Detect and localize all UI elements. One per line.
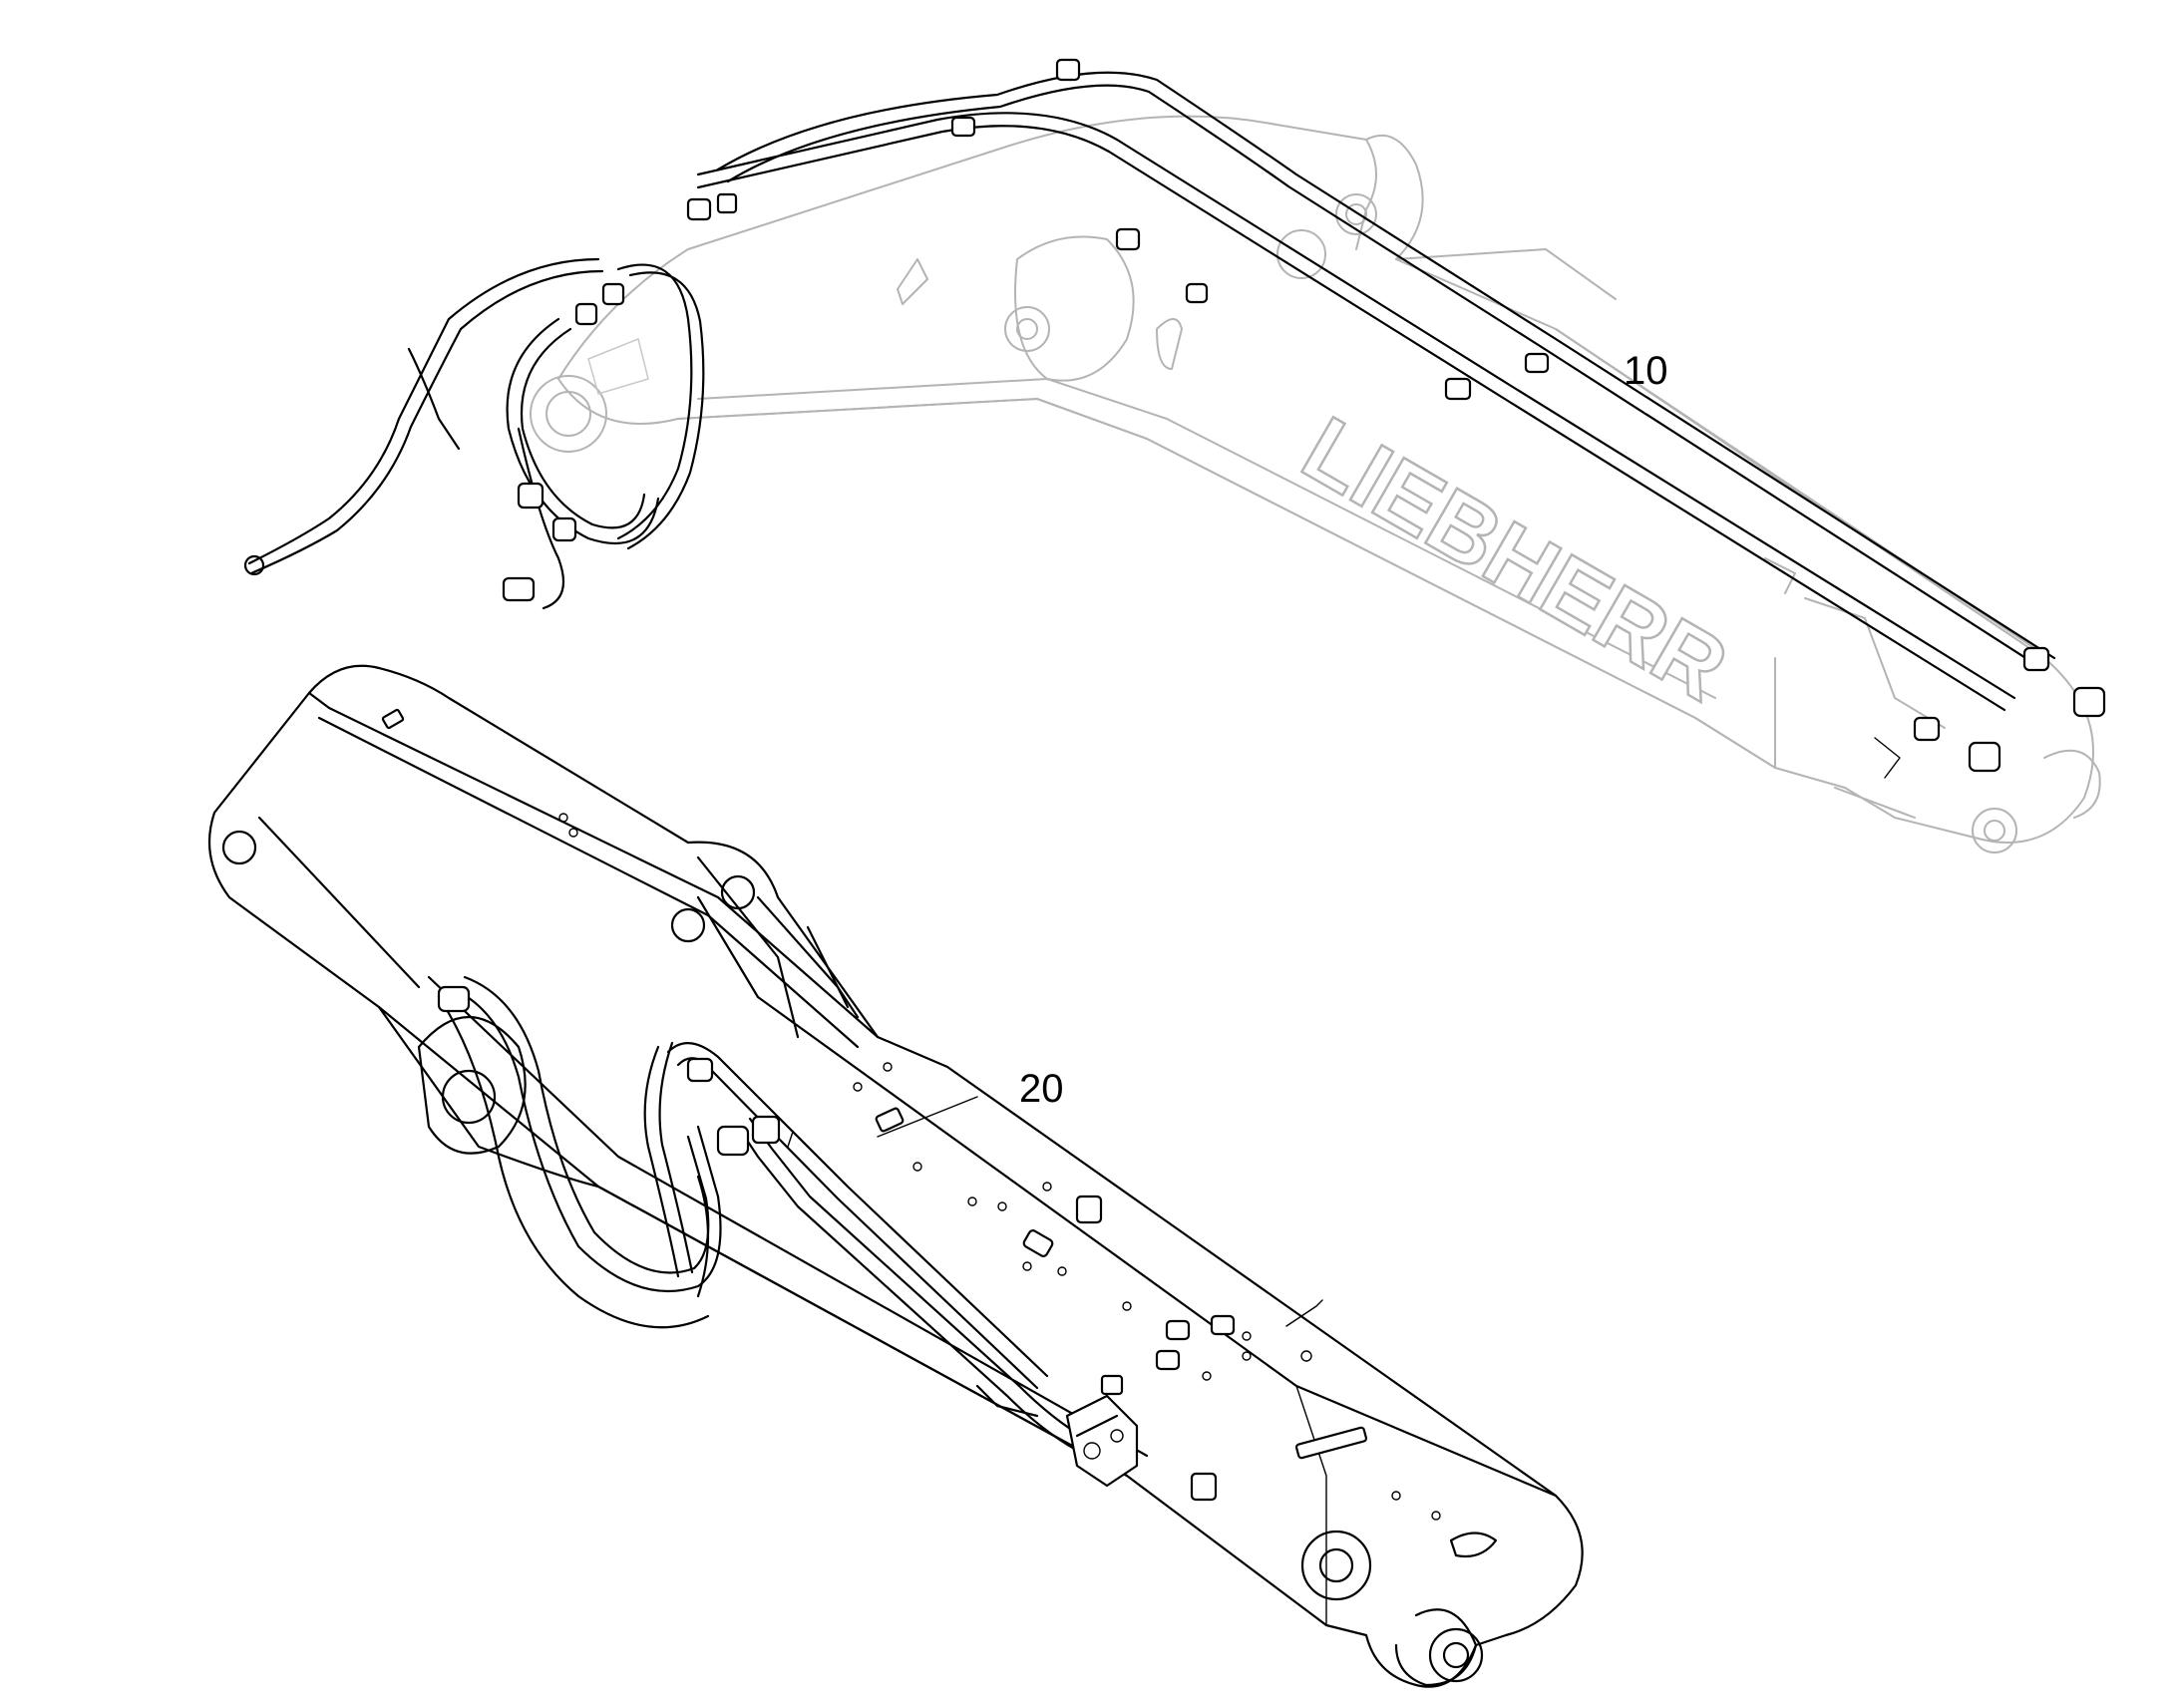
upper-boom-body: LIEBHERR bbox=[530, 115, 2101, 854]
upper-boom-assembly: LIEBHERR bbox=[243, 58, 2106, 854]
lower-boom-hose-lines bbox=[437, 975, 1139, 1488]
callout-item-10: 10 bbox=[1624, 349, 1668, 393]
lower-boom-body bbox=[207, 664, 1584, 1688]
callout-item-20: 20 bbox=[1019, 1067, 1064, 1111]
lower-boom-assembly bbox=[207, 664, 1584, 1688]
upper-boom-hose-lines bbox=[243, 58, 2106, 779]
boom-branding-text: LIEBHERR bbox=[1286, 398, 1743, 720]
